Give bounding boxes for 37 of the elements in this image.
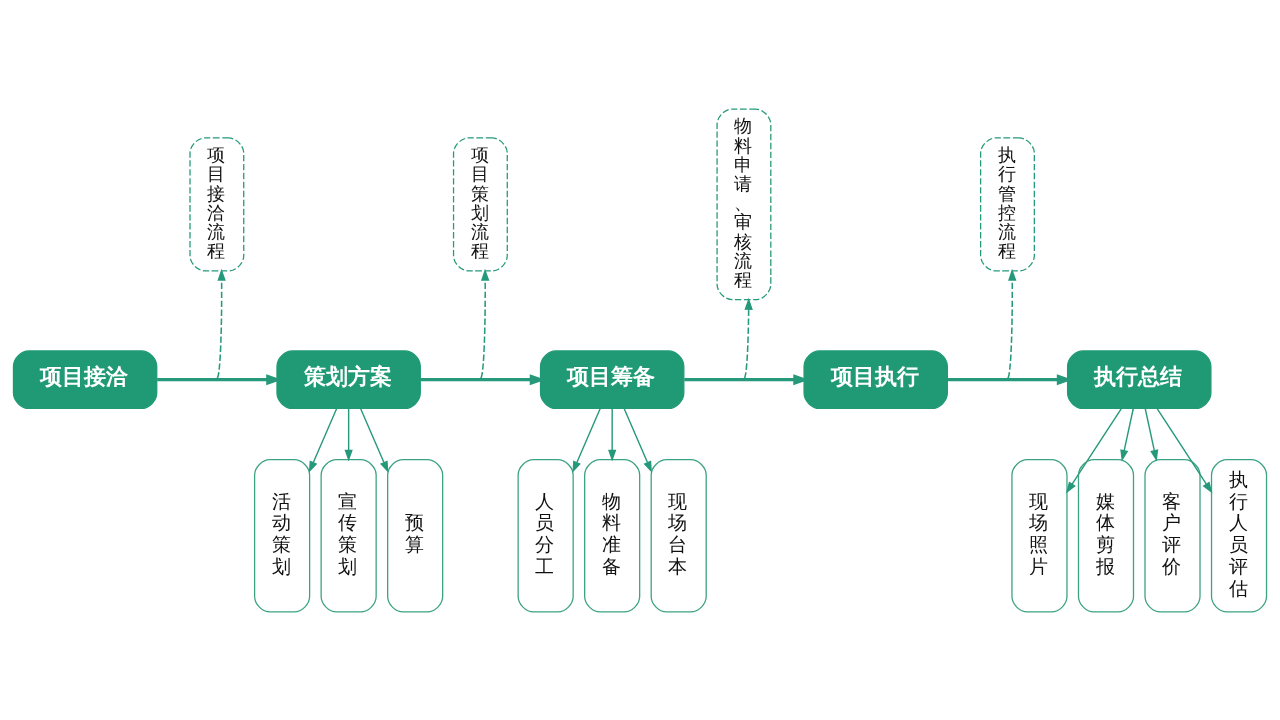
arrow: [420, 373, 546, 385]
node-box: 现场照片: [1011, 458, 1068, 612]
node-box: 执行总结: [1066, 349, 1212, 409]
arrow: [308, 407, 338, 473]
node-box: 项目执行: [803, 349, 948, 409]
node-box: 执行人员评估: [1210, 458, 1268, 612]
arrow: [623, 407, 652, 473]
arrow: [1007, 268, 1017, 379]
arrow: [743, 297, 753, 379]
arrow: [684, 373, 809, 385]
node-box: 执行管控流程: [979, 136, 1035, 272]
arrow: [1156, 407, 1213, 494]
arrow: [1120, 407, 1134, 462]
node-box: 预算: [387, 458, 444, 612]
arrow: [1144, 407, 1159, 462]
arrow: [572, 407, 601, 473]
node-box: 项目接洽流程: [189, 136, 245, 272]
arrow: [947, 373, 1073, 385]
arrow: [480, 268, 490, 379]
node-box: 项目接洽: [12, 349, 158, 409]
arrow: [344, 407, 353, 462]
arrow: [216, 268, 226, 379]
node-box: 项目筹备: [539, 349, 685, 409]
arrow: [157, 373, 282, 385]
node-box: 物料申请、审核流程: [716, 108, 772, 300]
node-box: 媒体剪报: [1077, 458, 1135, 612]
node-box: 项目策划流程: [452, 136, 508, 272]
node-box: 宣传策划: [320, 458, 377, 612]
node-box: 人员分工: [517, 458, 574, 612]
node-box: 客户评价: [1144, 458, 1201, 612]
arrow: [360, 407, 389, 473]
node-box: 现场台本: [650, 458, 707, 612]
node-box: 活动策划: [253, 458, 311, 612]
arrow: [1066, 407, 1122, 494]
arrow: [608, 407, 617, 462]
node-box: 策划方案: [276, 349, 421, 409]
node-box: 物料准备: [584, 458, 641, 612]
